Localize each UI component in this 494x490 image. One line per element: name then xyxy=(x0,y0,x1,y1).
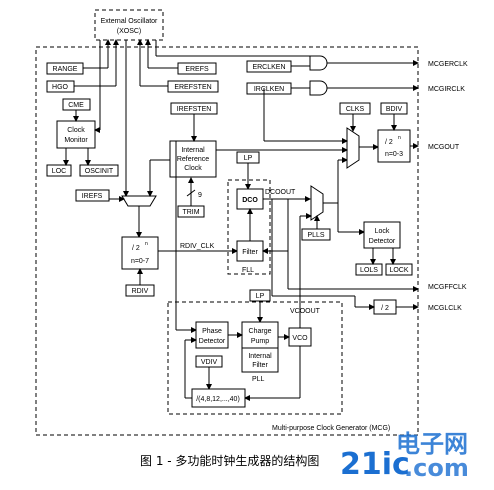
output-mcgerclk: MCGERCLK xyxy=(428,61,468,68)
charge-l1: Charge xyxy=(249,328,272,335)
trim-bits: 9 xyxy=(198,192,202,199)
hgo-label: HGO xyxy=(52,84,69,91)
lock-box xyxy=(385,263,413,276)
vcoout-label: VCOOUT xyxy=(290,308,321,315)
vdiv-label: VDIV xyxy=(201,359,218,366)
plls-label: PLLS xyxy=(307,232,324,239)
figure-caption: 图 1 - 多功能时钟生成器的结构图 xyxy=(140,453,319,468)
loc-box xyxy=(46,164,72,177)
bdiv-range: n=0-3 xyxy=(385,151,403,158)
clks-box xyxy=(339,102,371,115)
rdiv-label: RDIV xyxy=(132,288,149,295)
phase-l1: Phase xyxy=(202,328,222,335)
external-oscillator-box xyxy=(94,9,164,41)
bdiv-label: BDIV xyxy=(386,106,403,113)
range-label: RANGE xyxy=(53,66,78,73)
erefsten-label: EREFSTEN xyxy=(174,84,211,91)
and-gate-irclk xyxy=(309,80,328,96)
div2-label: / 2 xyxy=(381,305,389,312)
mcg-boundary xyxy=(35,46,419,436)
cme-label: CME xyxy=(68,102,84,109)
irc-line3: Clock xyxy=(184,165,202,172)
fll-box xyxy=(227,179,271,275)
vco-label: VCO xyxy=(292,335,308,342)
irc-line1: Internal xyxy=(181,147,205,154)
filter-label: Filter xyxy=(242,249,258,256)
dcoout-label: DCOOUT xyxy=(265,189,296,196)
lock-label: LOCK xyxy=(389,267,408,274)
output-mcglclk: MCGLCLK xyxy=(428,305,462,312)
charge-l2: Pump xyxy=(251,338,269,345)
output-mcgirclk: MCGIRCLK xyxy=(428,86,465,93)
fll-label: FLL xyxy=(242,267,254,274)
erefs-label: EREFS xyxy=(185,66,209,73)
clock-monitor xyxy=(56,120,96,149)
irefs-label: IREFS xyxy=(82,193,103,200)
irefsten-label: IREFSTEN xyxy=(177,106,212,113)
mcg-label: Multi-purpose Clock Generator (MCG) xyxy=(272,425,390,432)
irclken-label: IRCLKEN xyxy=(254,86,284,93)
bdiv-div: / 2 xyxy=(385,139,393,146)
output-mcgffclk: MCGFFCLK xyxy=(428,284,467,291)
phase-detector xyxy=(195,321,229,349)
plls-box xyxy=(301,228,331,241)
if-l1: Internal xyxy=(248,353,272,360)
plls-mux xyxy=(310,185,324,221)
pll-label: PLL xyxy=(252,376,265,383)
trim-label: TRIM xyxy=(182,209,199,216)
lock-detector-l2: Detector xyxy=(369,238,396,245)
rdiv-div: / 2 xyxy=(132,245,140,252)
watermark-21ic: 21ic xyxy=(340,447,410,482)
lp-fll-label: LP xyxy=(244,155,253,162)
pll-box xyxy=(167,301,343,415)
oscinit-box xyxy=(79,164,119,177)
oscillator-title: External Oscillator xyxy=(101,18,158,25)
phase-l2: Detector xyxy=(199,338,226,345)
watermark-com: .com xyxy=(404,454,469,482)
rdiv-exp: n xyxy=(145,241,148,247)
dco-label: DCO xyxy=(242,197,258,204)
oscinit-label: OSCINIT xyxy=(85,168,114,175)
lp-pll-label: LP xyxy=(256,293,265,300)
rdiv-clk-label: RDIV_CLK xyxy=(180,243,215,250)
irefs-mux xyxy=(121,195,157,207)
lols-label: LOLS xyxy=(360,267,378,274)
loc-label: LOC xyxy=(52,168,66,175)
clks-mux xyxy=(346,127,360,169)
clock-monitor-l2: Monitor xyxy=(64,137,88,144)
irefs-box xyxy=(75,189,110,202)
erclken-label: ERCLKEN xyxy=(252,64,285,71)
bdiv-exp: n xyxy=(398,135,401,141)
irc-line2: Reference xyxy=(177,156,209,163)
clks-label: CLKS xyxy=(346,106,365,113)
lock-detector-l1: Lock xyxy=(375,228,390,235)
clock-monitor-l1: Clock xyxy=(67,127,85,134)
and-gate-erclk xyxy=(309,55,328,71)
rdiv-divider xyxy=(121,236,159,270)
lock-detector xyxy=(363,221,401,249)
internal-filter xyxy=(241,347,279,373)
if-l2: Filter xyxy=(252,362,268,369)
rdiv-range: n=0-7 xyxy=(131,258,149,265)
pll-divider-label: /(4,8,12,...,40) xyxy=(196,396,240,403)
oscillator-sub: (XOSC) xyxy=(117,28,142,35)
output-mcgout: MCGOUT xyxy=(428,144,460,151)
lols-box xyxy=(355,263,383,276)
watermark-dianziwang: 电子网 xyxy=(396,430,468,458)
